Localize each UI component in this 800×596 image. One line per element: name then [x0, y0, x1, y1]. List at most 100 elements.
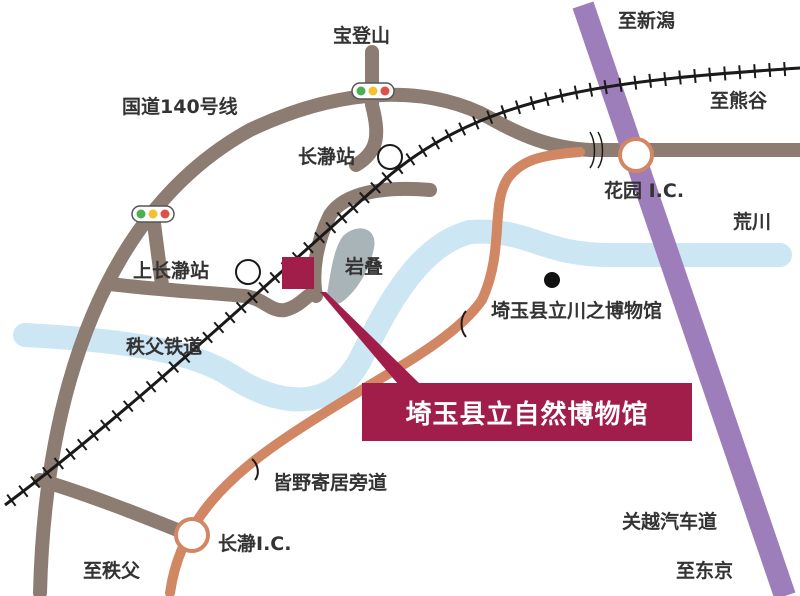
railway-tie: [418, 144, 428, 158]
railway-tie: [303, 241, 314, 254]
route-140-road: [33, 87, 800, 596]
railway-tie: [708, 67, 712, 82]
railway-tie: [444, 129, 453, 143]
railway-tie: [76, 438, 88, 451]
kami-nagatoro-road-lower: [103, 277, 321, 318]
railway-tie: [157, 370, 168, 383]
railway-tie: [18, 485, 29, 498]
railway-tie: [258, 281, 270, 294]
railway-tie: [431, 136, 441, 150]
railway-tie: [753, 64, 757, 79]
railway-tie: [558, 88, 564, 103]
railway-tie: [168, 361, 180, 374]
minano-yorii-bypass: [165, 147, 585, 596]
label-to-tokyo: 至东京: [676, 560, 734, 582]
railway-tie: [53, 457, 65, 470]
railway-tie: [723, 66, 727, 81]
railway-tie: [325, 221, 337, 234]
railway-tie: [693, 68, 697, 84]
poi-dot-icon: [544, 272, 560, 288]
bypass-bridge-mark-2: [251, 458, 259, 481]
railway-tie: [190, 341, 202, 354]
kami-nagatoro-station-icon: [235, 259, 261, 285]
railway-tie: [618, 77, 623, 92]
railway-tie: [405, 153, 416, 166]
railway-tie: [235, 301, 247, 314]
museum-name-banner: 埼玉县立自然博物馆: [405, 399, 649, 430]
railway-tie: [41, 466, 53, 479]
railway-tie: [65, 448, 76, 461]
kanetsu-expressway: [572, 1, 796, 596]
railway-tie: [347, 201, 359, 214]
bypass-bridge-mark-1: [460, 310, 467, 338]
railway-tie: [663, 72, 667, 87]
iwadatami-rock: [327, 228, 375, 305]
label-hodosan: 宝登山: [333, 25, 391, 47]
hodosan-road: [349, 45, 384, 172]
label-iwadatami: 岩叠: [345, 256, 384, 278]
railway-ties: [6, 61, 787, 507]
railway-tie: [336, 211, 348, 224]
label-nagatoro-station: 长瀞站: [298, 146, 356, 168]
label-to-chichibu: 至秩父: [83, 560, 141, 582]
railway-tie: [633, 75, 638, 90]
traffic-light-icon: [351, 82, 395, 100]
railway-tie: [202, 331, 213, 344]
railway-tie: [111, 409, 123, 422]
railway-tie: [486, 110, 494, 125]
traffic-light-icon: [131, 205, 175, 223]
nagatoro-station-icon: [377, 144, 403, 170]
railway-tie: [213, 321, 225, 334]
label-chichibu-railway: 秩父铁道: [126, 336, 203, 358]
label-to-kumagaya: 至熊谷: [710, 90, 768, 112]
label-saitama-kawanohaku: 埼玉县立川之博物馆: [491, 300, 663, 322]
museum-square-icon: [282, 257, 314, 289]
railway-tie: [529, 95, 536, 111]
railway-tie: [122, 400, 134, 413]
railway-tie: [768, 63, 772, 78]
label-arakawa: 荒川: [733, 211, 772, 233]
railway-tie: [500, 105, 507, 119]
railway-tie: [678, 70, 682, 85]
bridge-mark-1: [589, 131, 596, 169]
kami-nagatoro-road-upper: [146, 209, 169, 292]
nagatoro-ic-circle: [174, 517, 210, 553]
hanazono-ic-circle: [618, 137, 654, 173]
label-nagatoro-ic: 长瀞I.C.: [218, 533, 292, 555]
railway-tie: [588, 82, 594, 97]
railway-tie: [30, 475, 41, 489]
railway-tie: [381, 171, 393, 184]
railway-tie: [514, 100, 522, 115]
museum-local-road: [307, 181, 437, 303]
railway-tie: [88, 429, 99, 442]
railway-tie: [224, 311, 236, 324]
chichibu-local-road: [33, 473, 197, 542]
railway-tie: [573, 85, 579, 100]
arakawa-river: [13, 219, 792, 412]
bridge-mark-2: [597, 131, 604, 169]
railway-tie: [100, 419, 111, 432]
railway-tie: [648, 73, 653, 88]
railway-tie: [738, 65, 742, 80]
railway-tie: [370, 181, 382, 194]
label-to-niigata: 至新潟: [618, 10, 676, 32]
label-kanetsu-expressway: 关越汽车道: [622, 511, 718, 533]
railway-tie: [247, 291, 258, 304]
railway-tie: [458, 122, 467, 136]
railway-tie: [269, 271, 281, 284]
museum-banner-bg: [362, 383, 692, 441]
museum-leader-line: [320, 292, 420, 384]
label-kami-nagatoro-station: 上长瀞站: [133, 260, 210, 282]
railway-tie: [544, 92, 550, 107]
railway-tie: [145, 380, 157, 393]
railway-tie: [314, 231, 326, 244]
railway-tie: [179, 351, 191, 364]
label-hanazono-ic: 花园 I.C.: [604, 180, 685, 202]
railway-tie: [603, 80, 608, 95]
railway-tie: [134, 390, 145, 403]
label-minano-bypass: 皆野寄居旁道: [273, 472, 388, 494]
railway-tie: [472, 115, 480, 130]
label-route-140: 国道140号线: [122, 96, 238, 118]
